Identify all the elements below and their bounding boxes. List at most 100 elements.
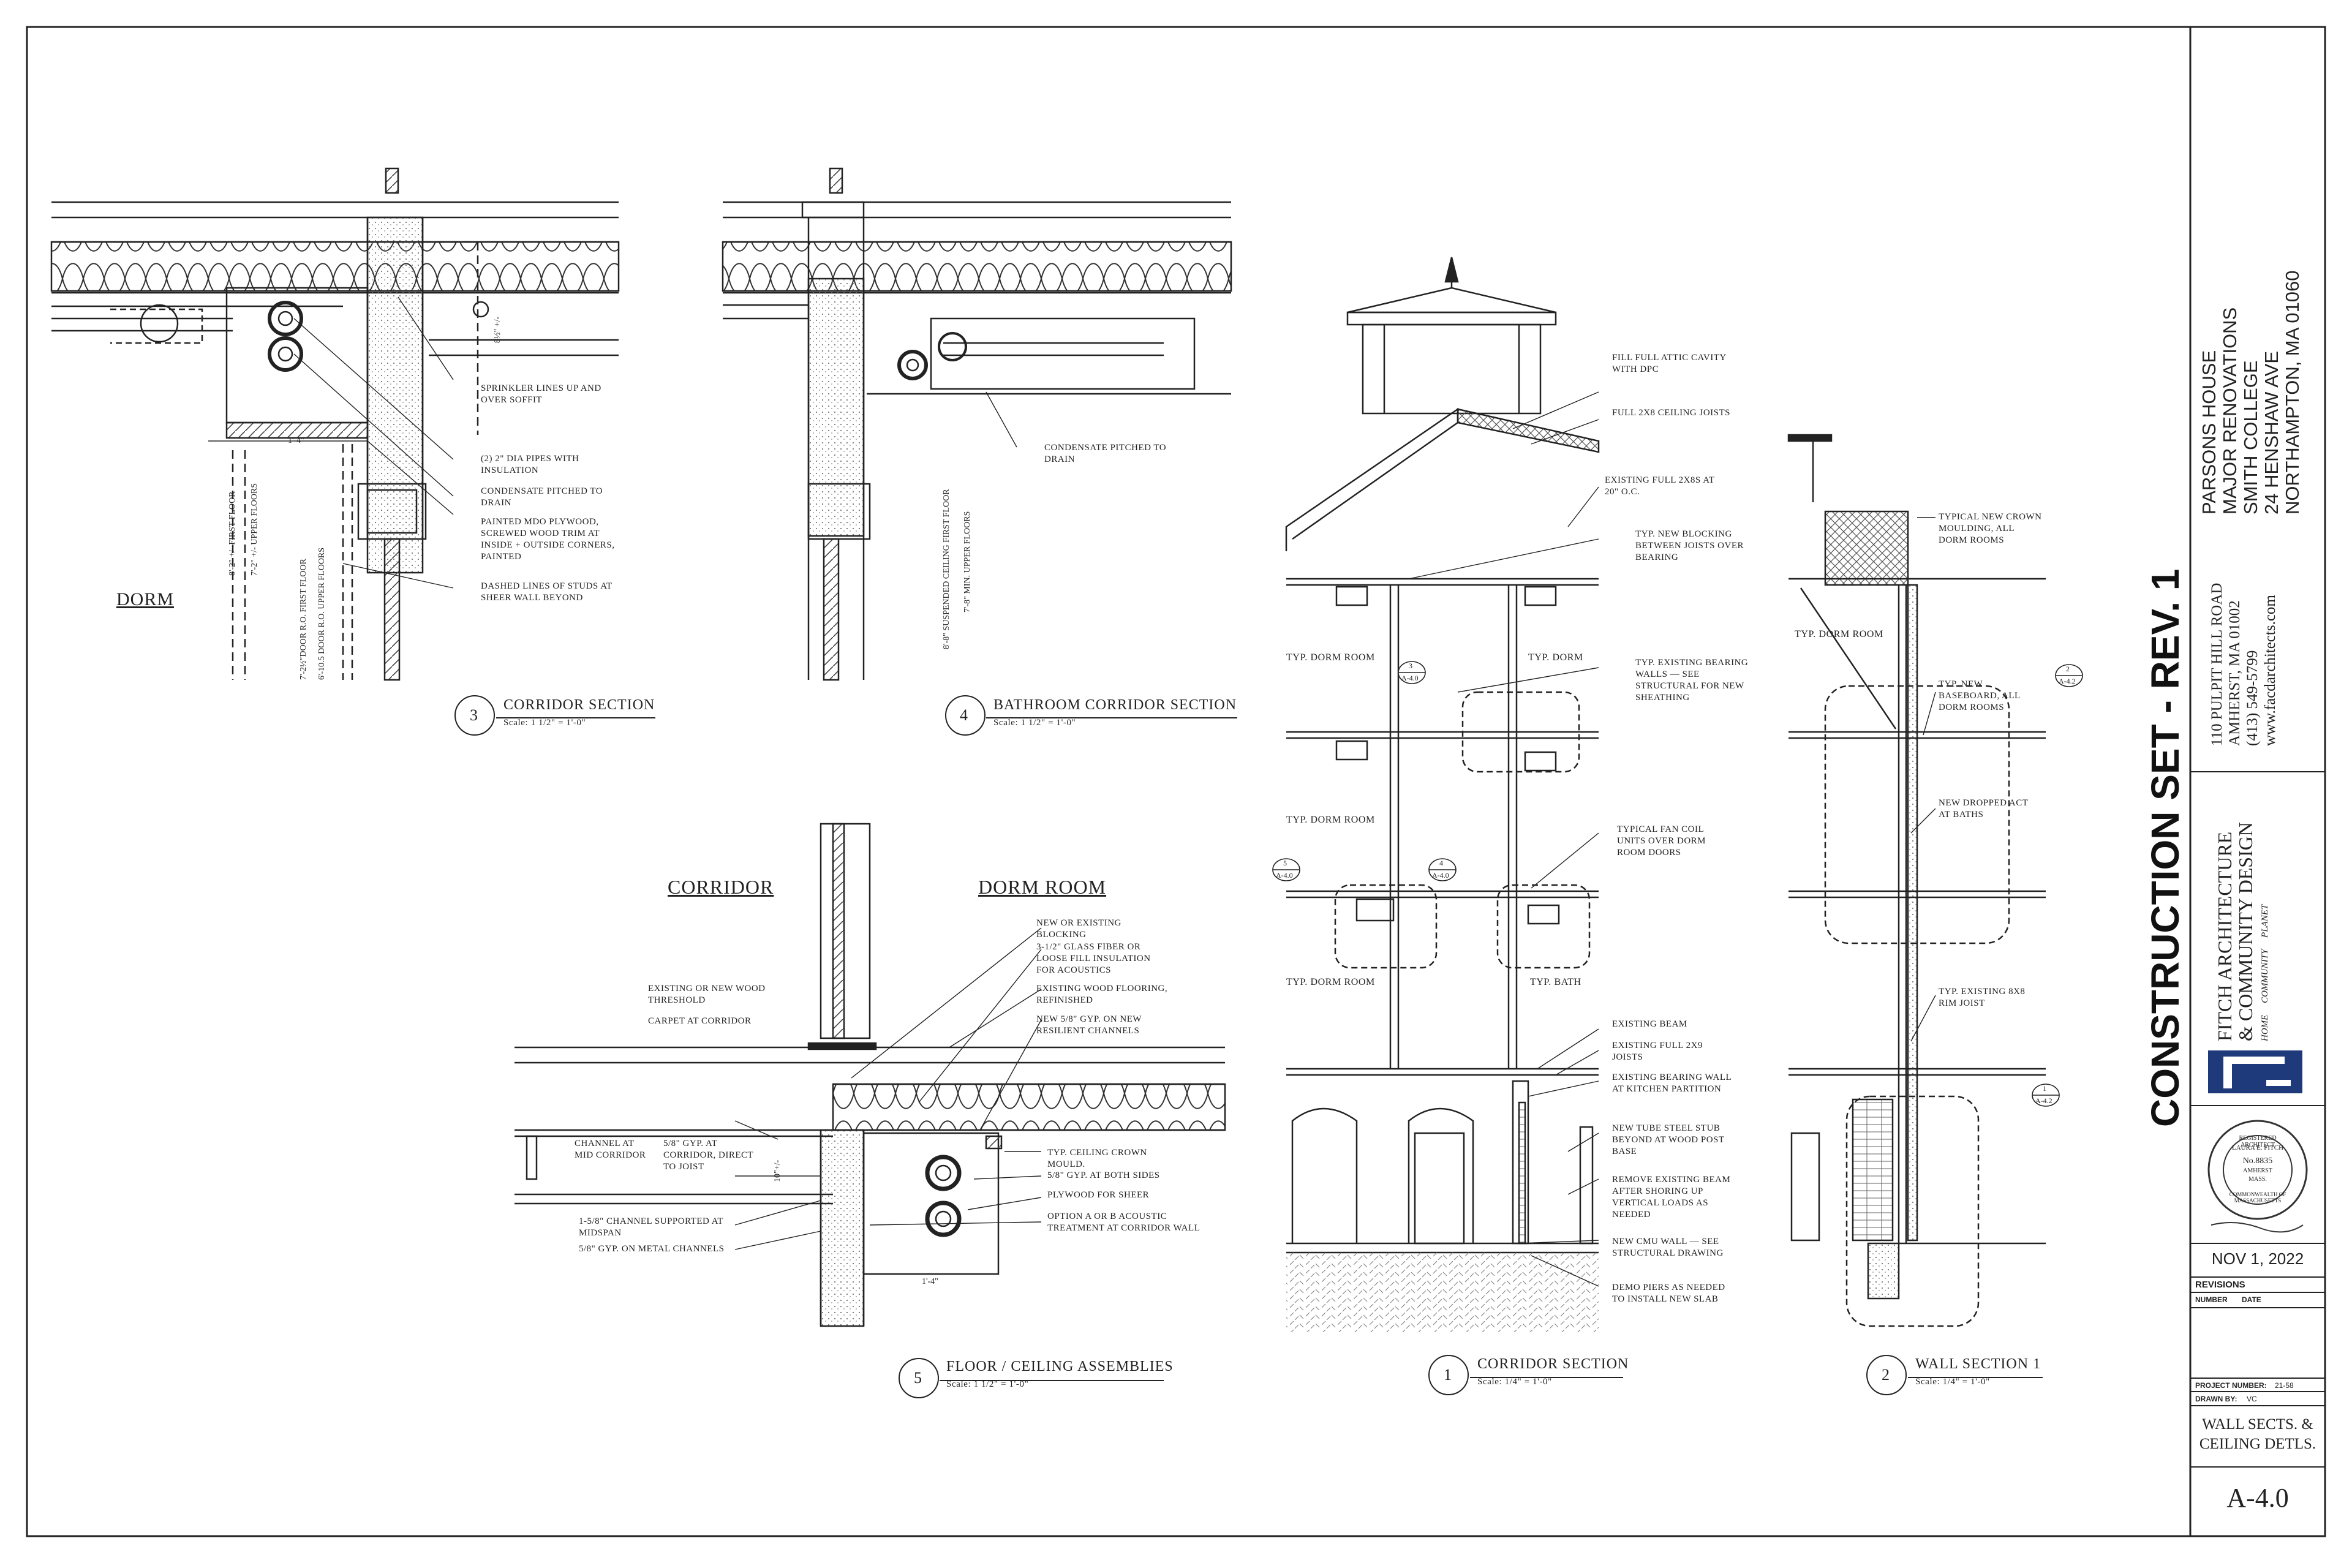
detail-1-number: 1 bbox=[1444, 1366, 1452, 1384]
detail-2-number: 2 bbox=[1882, 1366, 1890, 1384]
ref-marker-bottom: A-4.2 bbox=[2035, 1096, 2052, 1105]
project-number: 21-58 bbox=[2275, 1381, 2294, 1390]
note-dashed-studs: DASHED LINES OF STUDS AT SHEER WALL BEYO… bbox=[481, 581, 612, 603]
note-new-blocking: TYP. NEW BLOCKING BETWEEN JOISTS OVER BE… bbox=[1635, 529, 1744, 562]
note-sprinkler: SPRINKLER LINES UP AND OVER SOFFIT bbox=[481, 383, 601, 405]
detail-3-scale: Scale: 1 1/2" = 1'-0" bbox=[503, 718, 586, 728]
note-gyp-both-sides: 5/8" GYP. AT BOTH SIDES bbox=[1047, 1170, 1160, 1180]
detail-2-scale: Scale: 1/4" = 1'-0" bbox=[1915, 1377, 1990, 1387]
address-line: 110 PULPIT HILL ROAD bbox=[2209, 582, 2225, 746]
note-threshold: EXISTING OR NEW WOOD THRESHOLD bbox=[648, 984, 766, 1005]
project-name-block: PARSONS HOUSE MAJOR RENOVATIONS SMITH CO… bbox=[2198, 270, 2303, 515]
address-line: (413) 549-5799 bbox=[2244, 650, 2261, 746]
sheet-title-line: CEILING DETLS. bbox=[2199, 1436, 2316, 1452]
note-bearing-walls: TYP. EXISTING BEARING WALLS — SEE STRUCT… bbox=[1635, 658, 1749, 703]
title-block-lines bbox=[2190, 771, 2325, 1468]
detail-1-scale: Scale: 1/4" = 1'-0" bbox=[1477, 1377, 1552, 1387]
detail-4-scale: Scale: 1 1/2" = 1'-0" bbox=[993, 718, 1076, 728]
detail-3-title: CORRIDOR SECTION bbox=[503, 697, 655, 713]
sheet-title: WALL SECTS. & CEILING DETLS. bbox=[2190, 1415, 2325, 1454]
ref-marker-top: 1 bbox=[2043, 1084, 2046, 1093]
firm-logo bbox=[2208, 1050, 2302, 1093]
note-demo-piers: DEMO PIERS AS NEEDED TO INSTALL NEW SLAB bbox=[1612, 1283, 1725, 1304]
detail-title-circles bbox=[454, 695, 2043, 1398]
note-2x9-joists: EXISTING FULL 2X9 JOISTS bbox=[1612, 1041, 1703, 1062]
project-line: SMITH COLLEGE bbox=[2240, 360, 2261, 515]
seal-city: AMHERST bbox=[2243, 1167, 2272, 1174]
rev-col-number: NUMBER bbox=[2195, 1295, 2228, 1304]
dim-door-first: 7'-2½"DOOR R.O. FIRST FLOOR bbox=[299, 559, 308, 680]
detail-3-drawing bbox=[50, 167, 620, 681]
dim-1-4-b: 1'-4" bbox=[922, 1277, 938, 1286]
note-crown-moulding: TYPICAL NEW CROWN MOULDING, ALL DORM ROO… bbox=[1939, 512, 2042, 545]
note-resilient-channels: NEW 5/8" GYP. ON NEW RESILIENT CHANNELS bbox=[1036, 1014, 1142, 1036]
note-gyp-metal: 5/8" GYP. ON METAL CHANNELS bbox=[579, 1244, 725, 1254]
ref-marker-top: 5 bbox=[1283, 859, 1287, 867]
detail-5-number: 5 bbox=[914, 1369, 922, 1387]
ref-marker-bottom: A-4.0 bbox=[1432, 871, 1449, 880]
project-number-label: PROJECT NUMBER: bbox=[2195, 1381, 2267, 1390]
seal-ring-text: REGISTERED ARCHITECT bbox=[2239, 1135, 2277, 1148]
dim-susp-ceiling: 8'-8" SUSPENDED CEILING FIRST FLOOR bbox=[942, 489, 951, 649]
note-fan-coil: TYPICAL FAN COIL UNITS OVER DORM ROOM DO… bbox=[1617, 824, 1706, 858]
ref-marker-bottom: A-4.2 bbox=[2059, 677, 2076, 685]
issue-date: NOV 1, 2022 bbox=[2211, 1250, 2304, 1268]
detail-4-title: BATHROOM CORRIDOR SECTION bbox=[993, 697, 1237, 713]
firm-name: FITCH ARCHITECTURE & COMMUNITY DESIGN bbox=[2214, 822, 2256, 1041]
note-channel-midspan: 1-5/8" CHANNEL SUPPORTED AT MIDSPAN bbox=[579, 1216, 723, 1238]
room-label: TYP. BATH bbox=[1530, 977, 1581, 987]
ref-marker-bottom: A-4.0 bbox=[1276, 871, 1293, 880]
project-line: PARSONS HOUSE bbox=[2198, 350, 2220, 514]
dim-10: 10"+/- bbox=[773, 1159, 782, 1182]
note-wood-flooring: EXISTING WOOD FLOORING, REFINISHED bbox=[1036, 984, 1168, 1005]
note-dropped-act: NEW DROPPED ACT AT BATHS bbox=[1939, 798, 2029, 820]
note-existing-2x8: EXISTING FULL 2X8s AT 20" O.C. bbox=[1605, 475, 1715, 497]
room-label: TYP. DORM ROOM bbox=[1286, 977, 1375, 987]
note-mdo-plywood: PAINTED MDO PLYWOOD, SCREWED WOOD TRIM A… bbox=[481, 517, 615, 562]
dim-8-half: 8½" +/- bbox=[493, 316, 502, 343]
note-plywood-sheer: PLYWOOD FOR SHEER bbox=[1047, 1190, 1150, 1200]
firm-line: FITCH ARCHITECTURE bbox=[2214, 831, 2236, 1041]
sheet-number: A-4.0 bbox=[2226, 1483, 2289, 1513]
detail-1-title: CORRIDOR SECTION bbox=[1477, 1356, 1629, 1372]
dim-1-4: 1'-4" bbox=[288, 436, 304, 445]
detail-4-drawing bbox=[722, 167, 1232, 681]
address-line: www.facdarchitects.com bbox=[2262, 595, 2278, 746]
section-markers bbox=[1272, 661, 2083, 1107]
note-gyp-corridor: 5/8" GYP. AT CORRIDOR, DIRECT TO JOIST bbox=[663, 1139, 753, 1172]
sheet-title-line: WALL SECTS. & bbox=[2202, 1416, 2313, 1433]
room-label: TYP. DORM bbox=[1528, 652, 1583, 663]
firm-address: 110 PULPIT HILL ROAD AMHERST, MA 01002 (… bbox=[2208, 583, 2279, 746]
drawn-by: VC bbox=[2247, 1395, 2257, 1403]
note-glass-fiber: 3-1/2" GLASS FIBER OR LOOSE FILL INSULAT… bbox=[1036, 942, 1151, 975]
detail-5-drawing bbox=[514, 823, 1226, 1327]
ref-marker-top: 4 bbox=[1439, 859, 1443, 867]
dim-first-floor: 8'-2" +/- FIRST FLOOR bbox=[228, 491, 237, 576]
seal-bottom-text: COMMONWEALTH OF MASSACHUSETTS bbox=[2229, 1191, 2286, 1204]
note-blocking: NEW OR EXISTING BLOCKING bbox=[1036, 918, 1121, 940]
note-condensate: CONDENSATE PITCHED TO DRAIN bbox=[481, 486, 603, 508]
note-ceiling-joists: FULL 2X8 CEILING JOISTS bbox=[1612, 408, 1731, 418]
label-dorm-room: DORM ROOM bbox=[978, 876, 1107, 898]
note-existing-beam: EXISTING BEAM bbox=[1612, 1019, 1687, 1029]
seal-name: LAURA E. FITCH bbox=[2231, 1144, 2284, 1152]
construction-set-title: CONSTRUCTION SET - REV. 1 bbox=[2143, 568, 2187, 1127]
room-label-dorm: DORM bbox=[116, 589, 175, 609]
label-corridor: CORRIDOR bbox=[668, 876, 774, 898]
note-pipes: (2) 2" DIA PIPES WITH INSULATION bbox=[481, 454, 579, 475]
address-line: AMHERST, MA 01002 bbox=[2226, 600, 2243, 746]
detail-4-number: 4 bbox=[960, 706, 968, 724]
note-tube-steel: NEW TUBE STEEL STUB BEYOND AT WOOD POST … bbox=[1612, 1123, 1725, 1156]
ref-marker-bottom: A-4.0 bbox=[1401, 674, 1419, 682]
note-remove-beam: REMOVE EXISTING BEAM AFTER SHORING UP VE… bbox=[1612, 1175, 1731, 1219]
note-cmu-wall: NEW CMU WALL — SEE STRUCTURAL DRAWING bbox=[1612, 1237, 1724, 1258]
note-acoustic-option: OPTION A OR B ACOUSTIC TREATMENT AT CORR… bbox=[1047, 1212, 1200, 1233]
revisions-header: REVISIONS bbox=[2195, 1280, 2245, 1290]
detail-5-scale: Scale: 1 1/2" = 1'-0" bbox=[946, 1379, 1029, 1389]
dim-min-upper: 7'-8" MIN. UPPER FLOORS bbox=[963, 511, 972, 612]
detail-3-number: 3 bbox=[470, 706, 478, 724]
note-carpet: CARPET AT CORRIDOR bbox=[648, 1016, 752, 1026]
seal-state: MASS. bbox=[2248, 1176, 2267, 1183]
